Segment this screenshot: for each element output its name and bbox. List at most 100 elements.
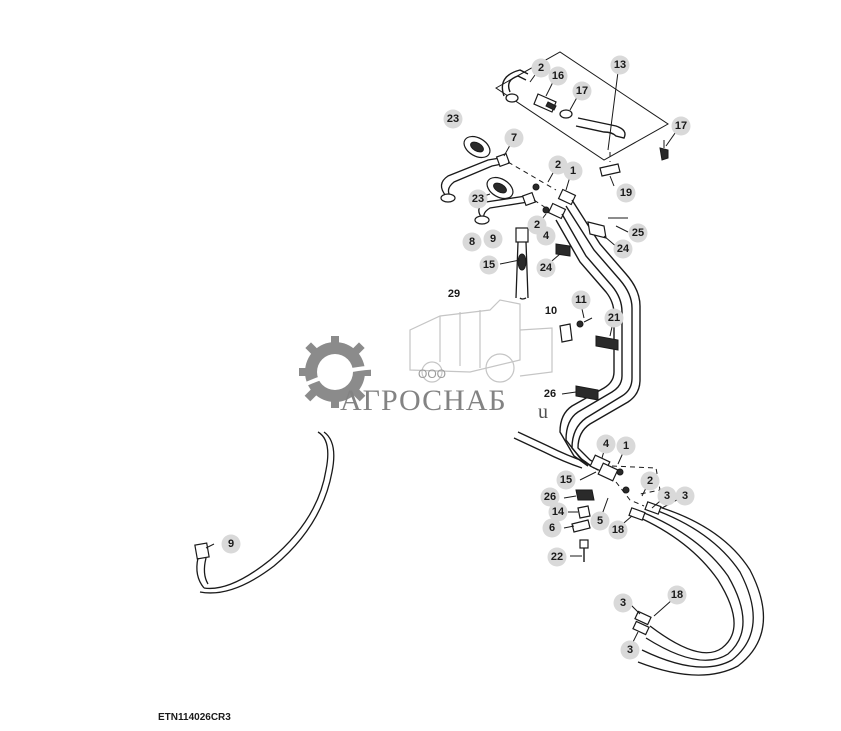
callout-3: 3 — [620, 640, 640, 660]
callout-label: 4 — [603, 438, 610, 450]
callout-label: 8 — [469, 236, 475, 248]
callout-18: 18 — [608, 520, 628, 540]
callout-circle — [542, 518, 562, 538]
twin-hoses-part-3-18 — [628, 501, 765, 676]
callout-label: 3 — [664, 490, 670, 502]
watermark-company-name: АГРОСНАБ — [340, 384, 507, 417]
callout-13: 13 — [610, 55, 630, 75]
grommet-part-23-upper — [463, 135, 491, 159]
callout-label: 1 — [623, 440, 629, 452]
fitting-part-1-upper — [557, 188, 577, 206]
callout-24: 24 — [613, 239, 633, 259]
callout-label: 23 — [447, 113, 459, 125]
callout-circle — [540, 487, 560, 507]
callout-circle — [483, 229, 503, 249]
callout-circle — [604, 308, 624, 328]
hose-elbow-fitting — [501, 69, 529, 103]
callout-label: 23 — [472, 193, 484, 205]
callout-label: 26 — [544, 491, 556, 503]
callout-circle — [590, 511, 610, 531]
callout-circle — [613, 239, 633, 259]
callout-23: 23 — [468, 189, 488, 209]
callout-11: 11 — [571, 290, 591, 310]
screw-part-11 — [576, 317, 593, 328]
callout-label: 13 — [614, 59, 626, 71]
callout-22: 22 — [547, 547, 567, 567]
callout-circle — [571, 290, 591, 310]
steel-tubes-main — [555, 199, 641, 471]
callout-circle — [671, 116, 691, 136]
callout-label: 17 — [576, 85, 588, 97]
callout-label: 24 — [617, 243, 630, 255]
callout-23: 23 — [443, 109, 463, 129]
callout-3: 3 — [613, 593, 633, 613]
callout-16: 16 — [548, 66, 568, 86]
callout-label: 11 — [575, 294, 587, 306]
clip-part-24-lower — [555, 243, 571, 257]
callout-circle — [536, 226, 556, 246]
callout-label: 9 — [228, 538, 234, 550]
callout-8: 8 — [462, 232, 482, 252]
clamp-part-17 — [659, 140, 669, 161]
watermark-gear-icon — [299, 336, 421, 408]
watermark-company-type: ООО — [418, 367, 446, 381]
callout-7: 7 — [504, 128, 524, 148]
callout-circle — [462, 232, 482, 252]
callout-circle — [667, 585, 687, 605]
callout-circle — [675, 486, 695, 506]
hose-to-lower-block — [513, 431, 587, 469]
callout-17: 17 — [572, 81, 592, 101]
fitting-part-4-upper — [547, 202, 567, 220]
small-hose-part-13 — [575, 117, 626, 139]
callout-circle — [616, 183, 636, 203]
callout-19: 19 — [616, 183, 636, 203]
bracket-part-10 — [559, 323, 573, 343]
callout-17: 17 — [671, 116, 691, 136]
inset-panel — [495, 51, 669, 161]
callout-circle — [616, 436, 636, 456]
grommet-part-23-lower — [486, 176, 514, 200]
callout-15: 15 — [556, 470, 576, 490]
plate-part-19 — [599, 163, 621, 177]
callout-18: 18 — [667, 585, 687, 605]
o-ring-part-2-upper — [532, 183, 550, 214]
callout-label: 15 — [560, 474, 572, 486]
callout-label: 25 — [632, 227, 644, 239]
callout-circle — [657, 486, 677, 506]
callout-1: 1 — [563, 161, 583, 181]
callout-label: 29 — [448, 288, 460, 300]
callout-label: 4 — [543, 230, 550, 242]
callout-9: 9 — [483, 229, 503, 249]
callout-26: 26 — [544, 388, 556, 400]
callout-label: 6 — [549, 522, 555, 534]
callout-4: 4 — [596, 434, 616, 454]
callout-label: 26 — [544, 388, 556, 400]
bolt-part-22 — [579, 539, 589, 562]
callout-2: 2 — [640, 471, 660, 491]
callout-label: 19 — [620, 187, 632, 199]
callout-3: 3 — [675, 486, 695, 506]
callout-2: 2 — [548, 155, 568, 175]
callout-circle — [536, 258, 556, 278]
clamp-block-part-26-lower — [575, 489, 595, 501]
callout-label: 21 — [608, 312, 620, 324]
callout-circle — [443, 109, 463, 129]
callout-label: 24 — [540, 262, 553, 274]
long-hose-part-9 — [194, 431, 335, 594]
callout-circle — [504, 128, 524, 148]
callout-label: 14 — [552, 506, 565, 518]
assembly-line-upper-2 — [533, 199, 553, 213]
callout-label: 3 — [627, 644, 633, 656]
callout-circle — [610, 55, 630, 75]
callout-label: 2 — [555, 159, 561, 171]
callout-circle — [613, 593, 633, 613]
callout-circle — [563, 161, 583, 181]
callout-circle — [608, 520, 628, 540]
callout-label: 9 — [490, 233, 496, 245]
callout-4: 4 — [536, 226, 556, 246]
callout-circle — [548, 502, 568, 522]
callout-label: 3 — [620, 597, 626, 609]
clamp-block-part-26-upper — [575, 385, 599, 401]
callout-25: 25 — [628, 223, 648, 243]
callout-label: 18 — [612, 524, 624, 536]
